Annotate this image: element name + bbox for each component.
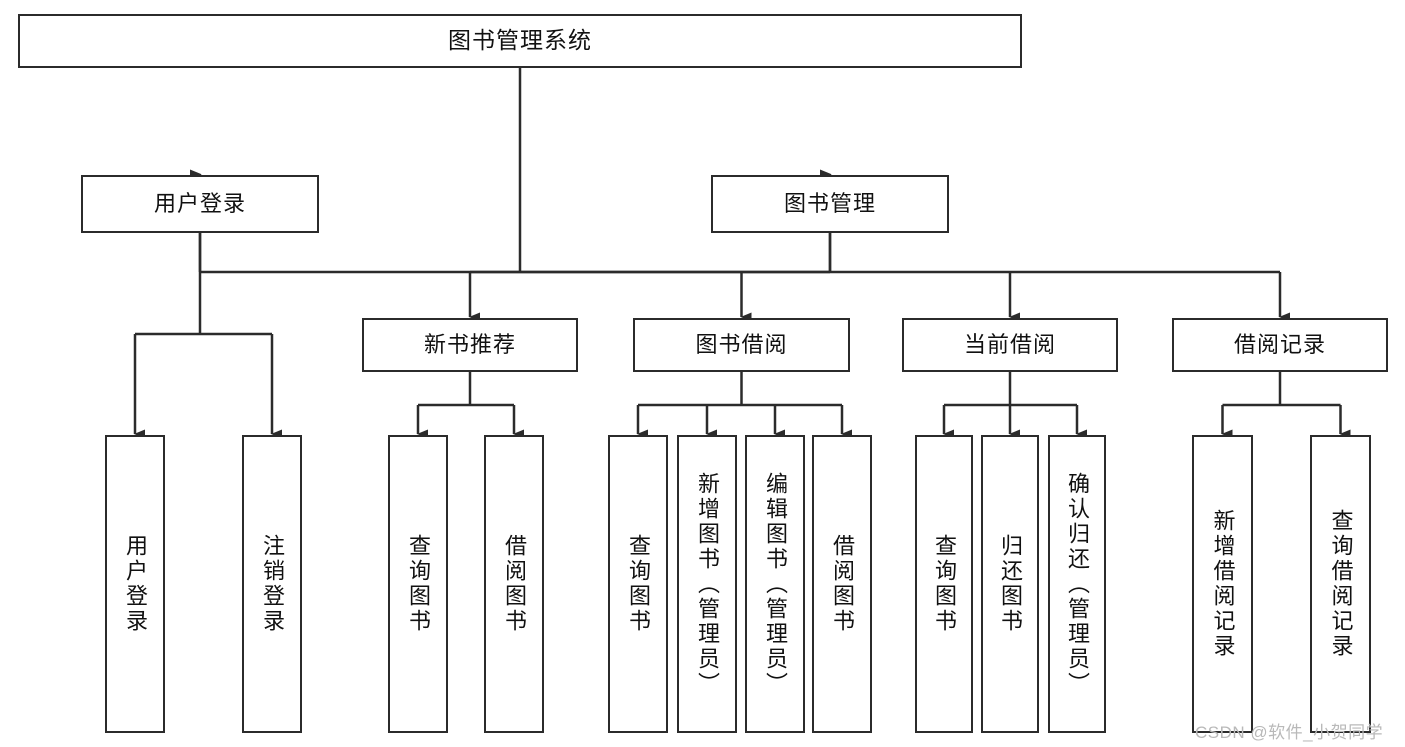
edge-group	[133, 68, 1351, 439]
node-current[interactable]: 当前借阅	[902, 318, 1118, 372]
node-leaf-user-login[interactable]: 用户登录	[105, 435, 165, 733]
node-leaf-bw-add[interactable]: 新增图书（管理员）	[677, 435, 737, 733]
node-leaf-cur-query[interactable]: 查询图书	[915, 435, 973, 733]
node-leaf-bw-query[interactable]: 查询图书	[608, 435, 668, 733]
node-label: 归还图书	[997, 534, 1023, 634]
node-leaf-cur-confirm[interactable]: 确认归还（管理员）	[1048, 435, 1106, 733]
node-label: 确认归还（管理员）	[1064, 471, 1090, 697]
node-leaf-bw-edit[interactable]: 编辑图书（管理员）	[745, 435, 805, 733]
node-login[interactable]: 用户登录	[81, 175, 319, 233]
node-label: 新增借阅记录	[1210, 509, 1236, 659]
watermark: CSDN @软件_小贺同学	[1195, 723, 1384, 742]
node-leaf-nb-borrow[interactable]: 借阅图书	[484, 435, 544, 733]
node-borrow[interactable]: 图书借阅	[633, 318, 850, 372]
node-root[interactable]: 图书管理系统	[18, 14, 1022, 68]
node-label: 查询借阅记录	[1328, 509, 1354, 659]
node-leaf-bw-borrow[interactable]: 借阅图书	[812, 435, 872, 733]
node-label: 用户登录	[153, 191, 246, 217]
node-label: 借阅记录	[1233, 332, 1326, 358]
node-leaf-nb-query[interactable]: 查询图书	[388, 435, 448, 733]
node-leaf-rec-query[interactable]: 查询借阅记录	[1310, 435, 1371, 733]
node-label: 新增图书（管理员）	[694, 471, 720, 697]
node-label: 当前借阅	[963, 332, 1056, 358]
node-label: 图书管理系统	[448, 27, 592, 54]
node-label: 图书管理	[783, 191, 876, 217]
node-newbook[interactable]: 新书推荐	[362, 318, 578, 372]
node-label: 借阅图书	[501, 534, 527, 634]
node-label: 查询图书	[625, 534, 651, 634]
node-records[interactable]: 借阅记录	[1172, 318, 1388, 372]
node-leaf-rec-add[interactable]: 新增借阅记录	[1192, 435, 1253, 733]
node-label: 用户登录	[122, 534, 148, 634]
node-label: 注销登录	[259, 534, 285, 634]
node-bookmgmt[interactable]: 图书管理	[711, 175, 949, 233]
node-label: 新书推荐	[423, 332, 516, 358]
node-label: 图书借阅	[695, 332, 788, 358]
node-leaf-user-logout[interactable]: 注销登录	[242, 435, 302, 733]
node-leaf-cur-return[interactable]: 归还图书	[981, 435, 1039, 733]
node-label: 查询图书	[931, 534, 957, 634]
node-label: 借阅图书	[829, 534, 855, 634]
node-label: 查询图书	[405, 534, 431, 634]
node-label: 编辑图书（管理员）	[762, 471, 788, 697]
